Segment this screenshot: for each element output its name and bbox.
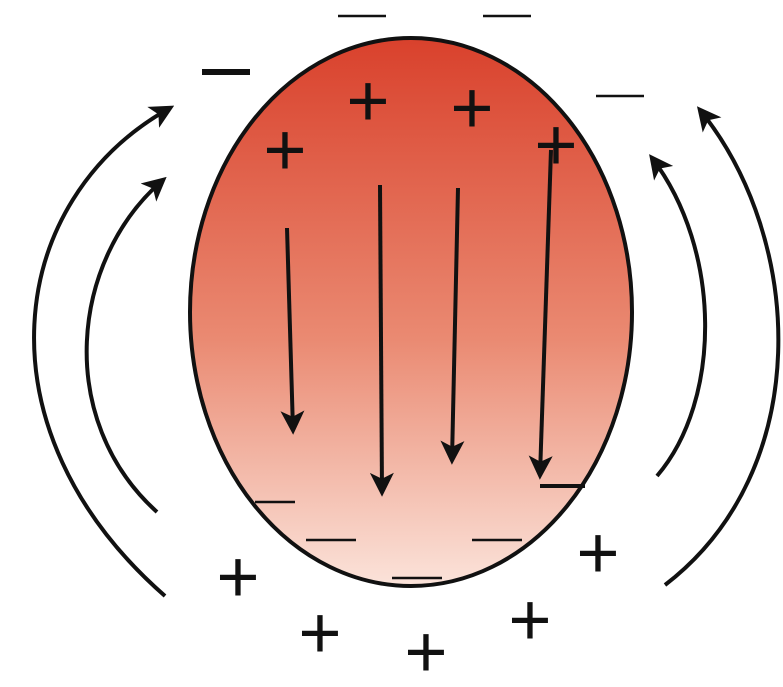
external-arrow-left-inner bbox=[87, 180, 163, 512]
internal-arrow-2 bbox=[380, 185, 382, 492]
plus-charge: + bbox=[576, 511, 619, 594]
plus-charge: + bbox=[298, 591, 341, 674]
plus-charge: + bbox=[263, 108, 306, 191]
plus-charge: + bbox=[216, 535, 259, 618]
external-arrow-right-inner bbox=[652, 158, 705, 476]
plus-charge: + bbox=[346, 59, 389, 142]
plus-charge: + bbox=[450, 66, 493, 149]
plus-charge: + bbox=[404, 610, 447, 687]
plus-charge: + bbox=[508, 578, 551, 661]
external-arrow-left-outer bbox=[34, 108, 170, 596]
external-arrow-right-outer bbox=[665, 110, 778, 585]
plus-charge: + bbox=[534, 103, 577, 186]
